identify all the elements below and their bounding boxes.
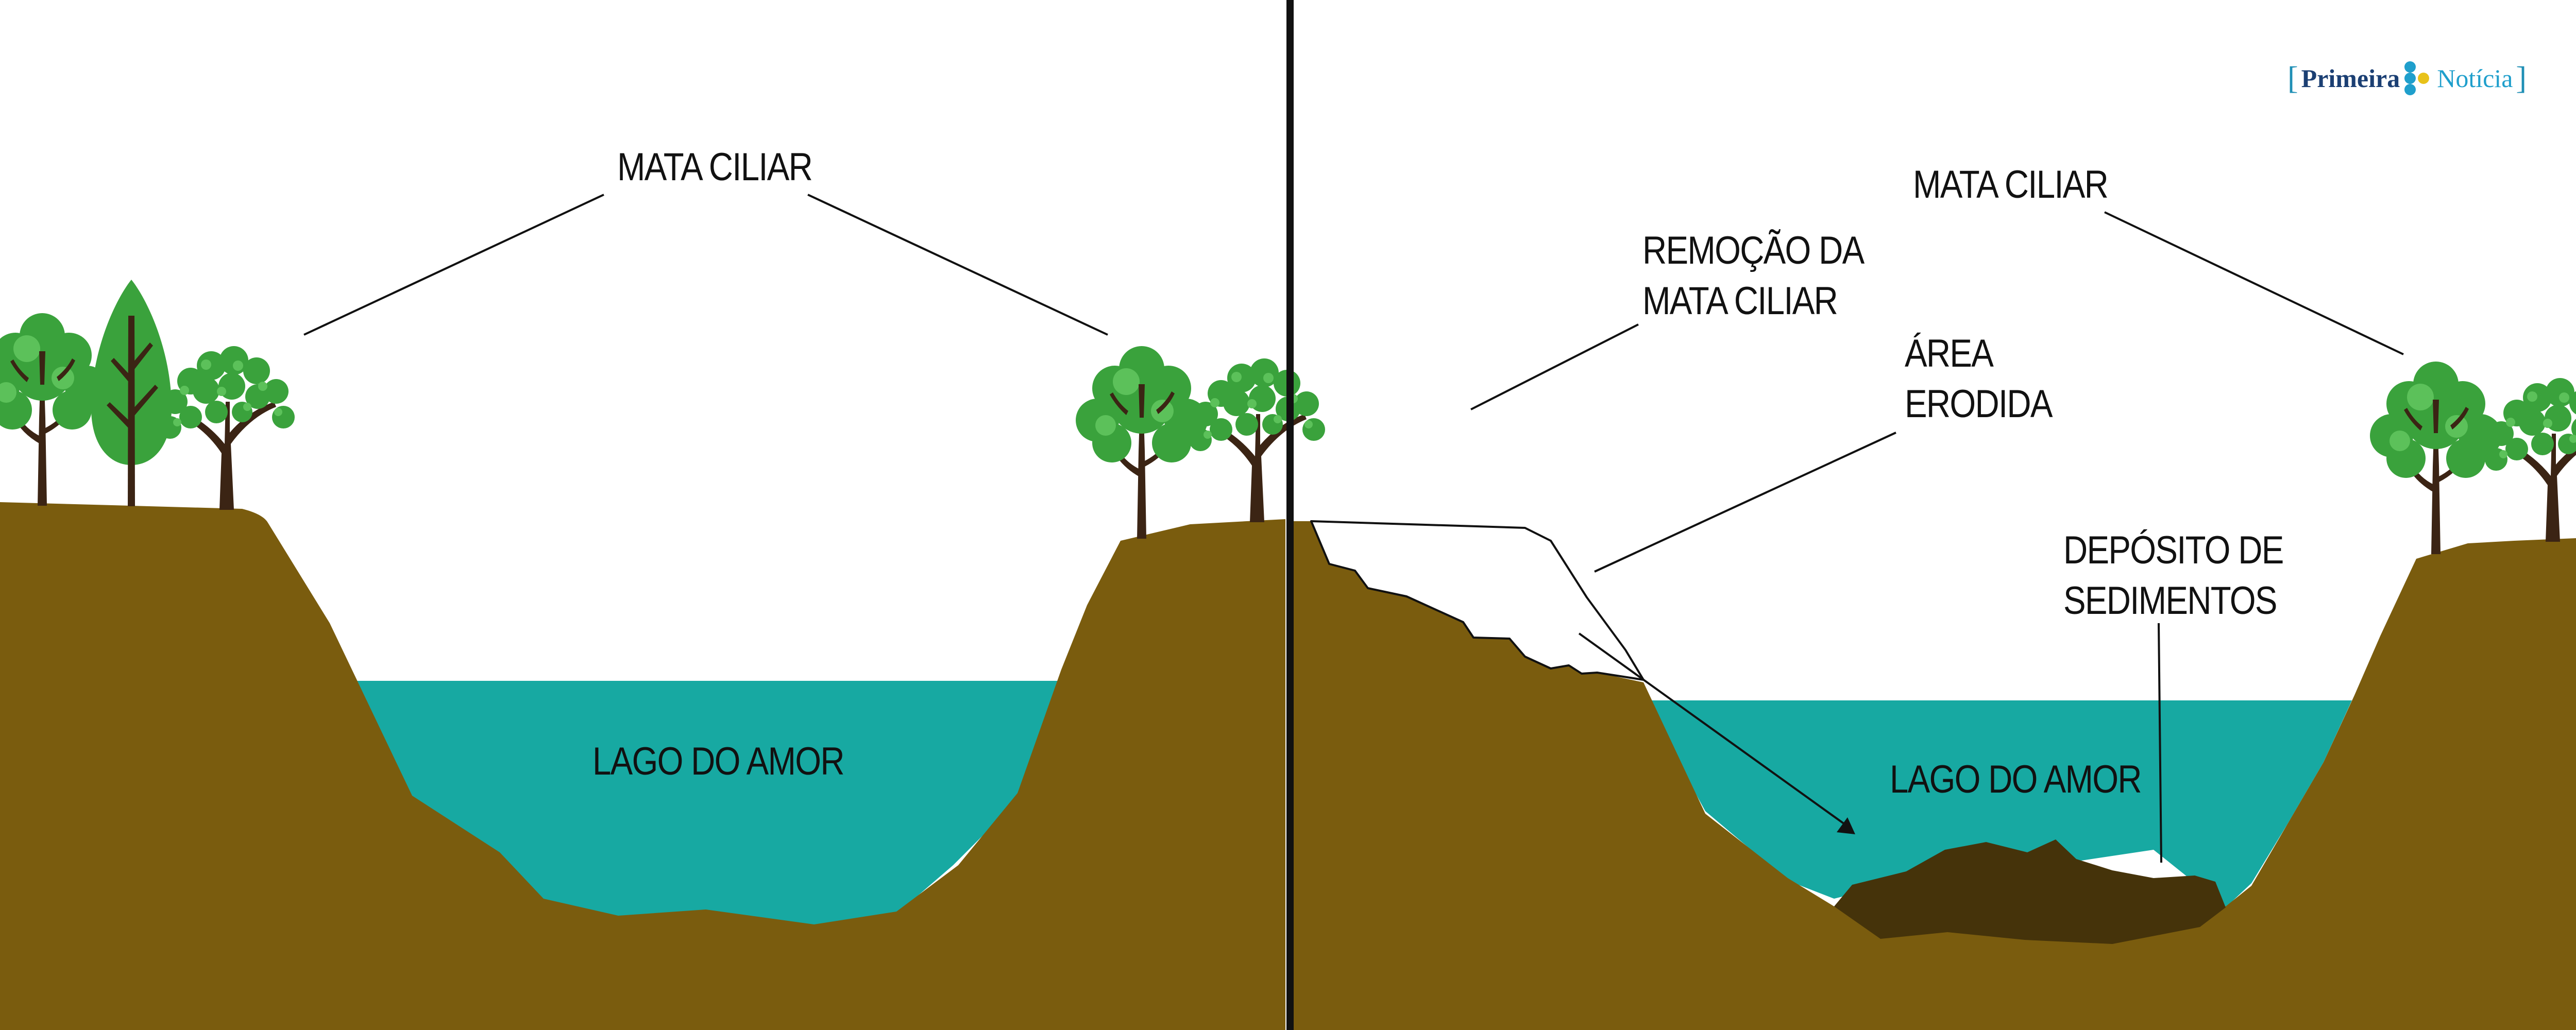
tree-bushy-icon xyxy=(159,346,295,510)
pointer-line xyxy=(2104,211,2404,355)
tree-bushy-icon xyxy=(2485,378,2576,542)
sediment-flow-arrow xyxy=(1578,632,1845,825)
logo-bracket-left: [ xyxy=(2287,60,2298,96)
logo-word-noticia: Notícia xyxy=(2437,64,2513,93)
right-panel xyxy=(1294,211,2576,1030)
left-lake-water xyxy=(335,681,1059,925)
pointer-line xyxy=(807,194,1108,336)
left-soil xyxy=(0,502,1285,1030)
label-area-erodida: ÁREA ERODIDA xyxy=(1905,332,2053,426)
label-lago-do-amor-right: LAGO DO AMOR xyxy=(1890,758,2142,801)
label-mata-ciliar-right: MATA CILIAR xyxy=(1913,163,2109,207)
tree-bushy-icon xyxy=(1189,358,1325,522)
label-remocao-mata-ciliar: REMOÇÃO DA MATA CILIAR xyxy=(1642,229,1865,323)
label-deposito-sedimentos: DEPÓSITO DE SEDIMENTOS xyxy=(2063,528,2284,623)
arrowhead-icon xyxy=(1837,817,1855,834)
right-soil xyxy=(1294,521,2576,1030)
logo-bracket-right: ] xyxy=(2516,60,2527,96)
eroded-area-outline xyxy=(1310,520,1645,681)
panel-divider xyxy=(1286,0,1294,1030)
label-lago-do-amor-left: LAGO DO AMOR xyxy=(592,740,845,783)
logo-word-primeira: Primeira xyxy=(2301,64,2400,93)
pointer-line xyxy=(1470,323,1639,410)
label-mata-ciliar-left: MATA CILIAR xyxy=(617,145,813,189)
sediment-deposit xyxy=(1834,839,2226,944)
tree-round-icon xyxy=(1076,346,1208,539)
left-panel xyxy=(0,194,1325,1030)
logo-dots-icon xyxy=(2404,61,2430,95)
right-lake-water xyxy=(1645,700,2352,907)
tree-conical-icon xyxy=(91,280,172,506)
pointer-line xyxy=(1594,432,1896,573)
pointer-line xyxy=(303,194,604,336)
tree-round-icon xyxy=(2370,362,2502,554)
pointer-line xyxy=(2158,623,2162,863)
primeira-noticia-logo: [ Primeira Notícia ] xyxy=(2287,58,2527,99)
